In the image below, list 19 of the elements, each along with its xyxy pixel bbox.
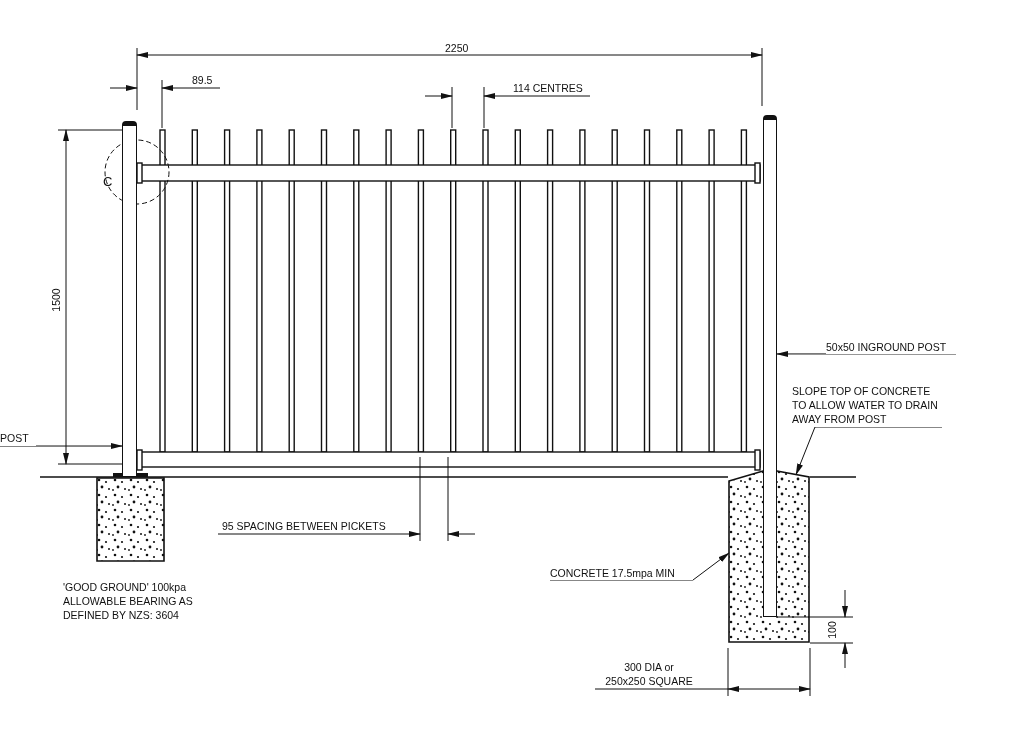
leader-line: [549, 552, 730, 581]
dimension-label: 95 SPACING BETWEEN PICKETS: [222, 519, 386, 533]
leader-line: [0, 443, 123, 450]
dimension-label: 114 CENTRES: [513, 81, 583, 95]
dimension-label: 1500: [48, 288, 63, 312]
leader-line: [795, 426, 943, 476]
fence-post: [763, 115, 777, 617]
callout-text: CONCRETE 17.5mpa MIN: [550, 566, 693, 580]
callout-letter: C: [103, 175, 113, 189]
concrete-footing: [96, 477, 165, 562]
dimension-label: 100: [824, 621, 839, 639]
dimension-label: 2250: [445, 41, 469, 55]
callout-text: 50x50 INGROUND POST: [826, 340, 956, 354]
dimension-label: 300 DIA or 250x250 SQUARE: [604, 660, 694, 688]
fence-post: [122, 121, 137, 477]
callout-text: SLOPE TOP OF CONCRETE TO ALLOW WATER TO DRAIN AWAY FROM POST: [792, 384, 942, 427]
callout-text: POST: [0, 431, 36, 446]
dimension-label: 89.5: [192, 73, 213, 87]
note-text: 'GOOD GROUND' 100kpa ALLOWABLE BEARING AS DEFINED BY NZS: 3604: [63, 580, 194, 622]
